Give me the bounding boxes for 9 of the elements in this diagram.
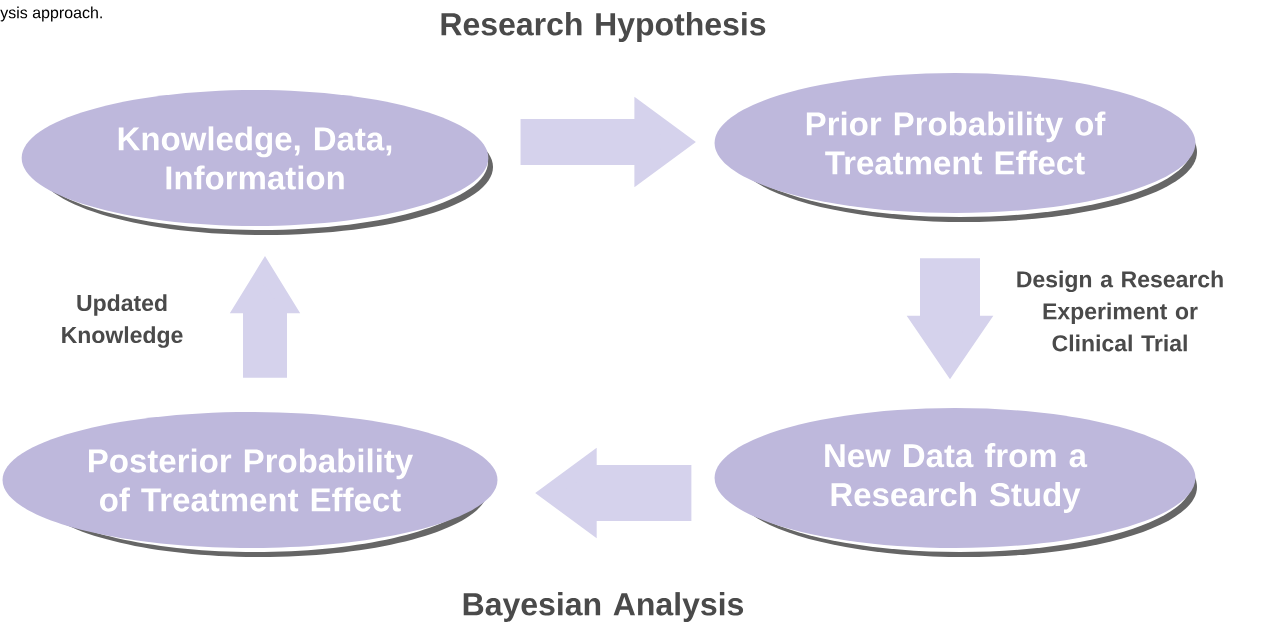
edge-label: Updated Knowledge	[62, 294, 183, 348]
edge-label: Bayesian Analysis	[463, 592, 744, 622]
ellipse-node: Knowledge, Data, Information	[21, 90, 493, 235]
ellipse-node: Posterior Probability of Treatment Effect	[2, 412, 498, 557]
caption-fragment: ysis approach.	[0, 6, 102, 22]
edge-label: Design a Research Experiment or Clinical Trial	[1017, 270, 1223, 352]
ellipse-node: New Data from a Research Study	[714, 408, 1197, 557]
ellipse-node: Prior Probability of Treatment Effect	[714, 73, 1197, 222]
edge-label: Research Hypothesis	[441, 12, 766, 42]
